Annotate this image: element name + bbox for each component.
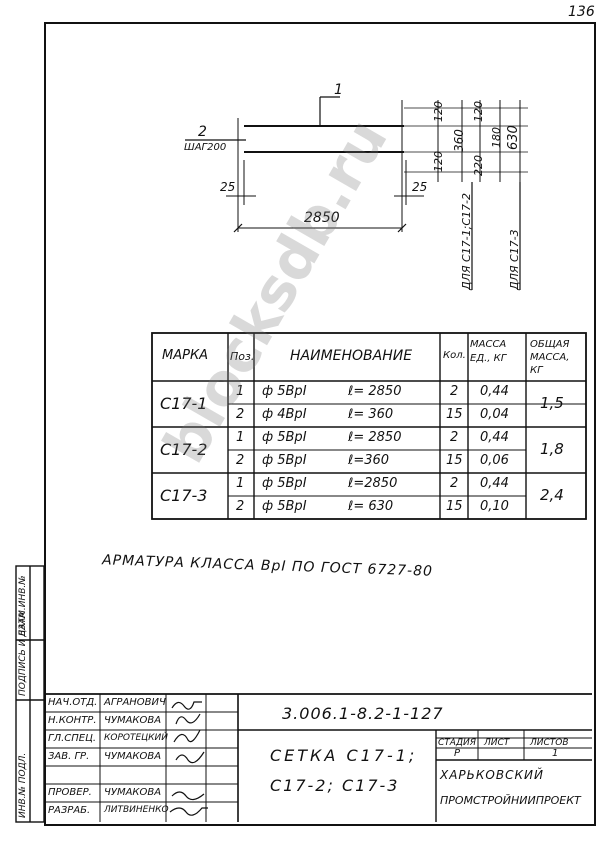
pos1-label: 1 — [334, 82, 343, 98]
row-pos: 2 — [236, 453, 245, 468]
spec-table-grid — [151, 332, 587, 520]
row-qty: 15 — [446, 499, 463, 514]
header-qty: Кол. — [443, 350, 466, 361]
row-name: ф 5ВрI — [262, 476, 307, 491]
row-name: ф 5ВрI — [262, 430, 307, 445]
role-label: РАЗРАБ. — [48, 805, 91, 816]
header-mark: МАРКА — [162, 348, 209, 363]
header-unit-mass: МАССА ЕД., КГ — [470, 339, 507, 364]
row-qty: 2 — [450, 430, 459, 445]
mark-c17-1: С17-1 — [160, 394, 208, 413]
role-label: ГЛ.СПЕЦ. — [48, 733, 97, 744]
header-pos: Поз. — [230, 350, 255, 363]
role-name: АГРАНОВИЧ — [104, 697, 166, 708]
row-mass: 0,44 — [480, 430, 509, 445]
row-length: ℓ= 630 — [348, 499, 394, 514]
row-pos: 1 — [236, 430, 245, 445]
stage-label: СТАДИЯ — [438, 738, 476, 748]
row-mass: 0,10 — [480, 499, 509, 514]
role-name: ЛИТВИНЕНКО — [104, 805, 169, 815]
org-line2: ПРОМСТРОЙНИИПРОЕКТ — [440, 794, 581, 807]
header-name: НАИМЕНОВАНИЕ — [290, 348, 413, 364]
row-qty: 15 — [446, 407, 463, 422]
row-pos: 2 — [236, 499, 245, 514]
sheet-label: ЛИСТ — [484, 738, 510, 748]
role-label: ЗАВ. ГР. — [48, 751, 90, 762]
row-mass: 0,44 — [480, 476, 509, 491]
sheets-value: 1 — [552, 748, 559, 759]
role-label: ПРОВЕР. — [48, 787, 92, 798]
step-label: ШАГ200 — [184, 142, 227, 153]
row-length: ℓ=2850 — [348, 476, 398, 491]
row-mass: 0,44 — [480, 384, 509, 399]
row-name: ф 5ВрI — [262, 499, 307, 514]
row-qty: 2 — [450, 476, 459, 491]
total-c17-2: 1,8 — [540, 440, 564, 458]
row-length: ℓ= 360 — [348, 407, 394, 422]
org-line1: ХАРЬКОВСКИЙ — [440, 768, 544, 782]
row-length: ℓ= 2850 — [348, 384, 402, 399]
role-label: Н.КОНТР. — [48, 715, 97, 726]
row-length: ℓ=360 — [348, 453, 390, 468]
row-qty: 2 — [450, 384, 459, 399]
header-total-mass: ОБЩАЯ МАССА, КГ — [530, 339, 570, 376]
role-name: ЧУМАКОВА — [104, 715, 162, 726]
page-number: 136 — [568, 4, 595, 20]
role-label: НАЧ.ОТД. — [48, 697, 98, 708]
row-name: ф 5ВрI — [262, 384, 307, 399]
stage-value: Р — [454, 748, 461, 759]
mark-c17-2: С17-2 — [160, 440, 208, 459]
mark-c17-3: С17-3 — [160, 486, 208, 505]
role-name: КОРОТЕЦКИЙ — [104, 733, 169, 743]
row-name: ф 5ВрI — [262, 453, 307, 468]
drawing-title-line2: С17-2; С17-3 — [270, 776, 400, 795]
role-name: ЧУМАКОВА — [104, 751, 162, 762]
dim-right-overhang: 25 — [412, 180, 428, 194]
drawing-title-line1: СЕТКА С17-1; — [270, 746, 418, 765]
row-qty: 15 — [446, 453, 463, 468]
total-c17-3: 2,4 — [540, 486, 564, 504]
pos2-label: 2 — [198, 124, 207, 140]
row-name: ф 4ВрI — [262, 407, 307, 422]
sheets-label: ЛИСТОВ — [530, 738, 569, 748]
row-mass: 0,04 — [480, 407, 509, 422]
role-name: ЧУМАКОВА — [104, 787, 162, 798]
dim-length: 2850 — [304, 210, 340, 226]
total-c17-1: 1,5 — [540, 394, 564, 412]
row-pos: 2 — [236, 407, 245, 422]
mesh-drawing — [185, 96, 528, 290]
outer-frame — [44, 22, 596, 826]
row-mass: 0,06 — [480, 453, 509, 468]
row-length: ℓ= 2850 — [348, 430, 402, 445]
row-pos: 1 — [236, 384, 245, 399]
doc-code: 3.006.1-8.2-1-127 — [282, 704, 444, 723]
row-pos: 1 — [236, 476, 245, 491]
dim-left-overhang: 25 — [220, 180, 236, 194]
